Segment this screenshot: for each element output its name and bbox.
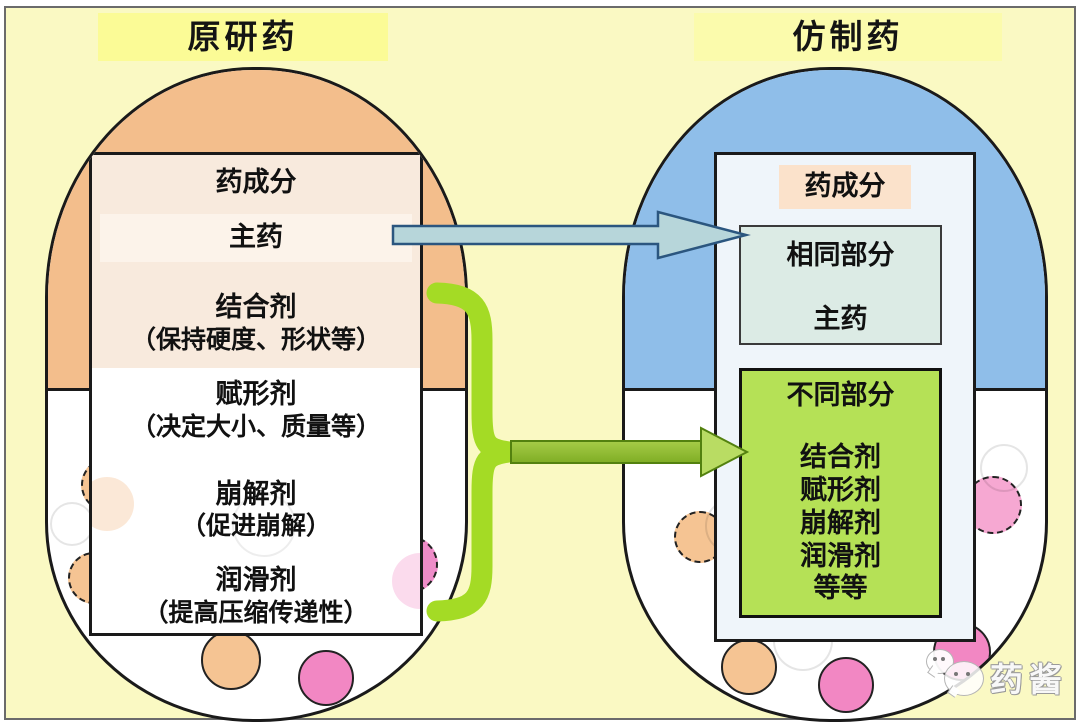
generic-drug-capsule: 药成分 相同部分 主药 不同部分 结合剂 赋形剂 崩解剂 润滑剂 等等 bbox=[622, 67, 1048, 722]
granule-circle-faint bbox=[50, 502, 94, 546]
same-part-title: 相同部分 bbox=[786, 240, 895, 271]
different-part-box: 不同部分 结合剂 赋形剂 崩解剂 润滑剂 等等 bbox=[739, 368, 942, 618]
left-title-band: 原研药 bbox=[98, 13, 388, 61]
diff-item-binder: 结合剂 bbox=[800, 442, 881, 473]
ingredient-lubricant: 润滑剂 bbox=[215, 565, 297, 596]
ingredient-heading: 药成分 bbox=[215, 167, 297, 198]
granule-circle bbox=[818, 657, 874, 713]
original-ingredients-box: 药成分 主药 结合剂 （保持硬度、形状等） 赋形剂 （决定大小、质量等） 崩解剂… bbox=[89, 152, 423, 636]
main-drug-band bbox=[100, 214, 412, 262]
granule-echo bbox=[232, 493, 296, 557]
generic-ingredients-box: 药成分 相同部分 主药 不同部分 结合剂 赋形剂 崩解剂 润滑剂 等等 bbox=[714, 152, 976, 642]
ingredient-excipient: 赋形剂 bbox=[215, 379, 297, 410]
original-drug-capsule: 药成分 主药 结合剂 （保持硬度、形状等） 赋形剂 （决定大小、质量等） 崩解剂… bbox=[45, 67, 468, 722]
granule-circle bbox=[721, 639, 777, 695]
ingredient-main-drug: 主药 bbox=[229, 222, 283, 253]
watermark-text: 药酱 bbox=[990, 660, 1068, 699]
same-part-item: 主药 bbox=[813, 304, 868, 335]
ingredient-lubricant-note: （提高压缩传递性） bbox=[143, 598, 369, 627]
granule-circle bbox=[201, 630, 261, 690]
diff-item-etc: 等等 bbox=[813, 573, 868, 604]
generic-ingredient-heading-band: 药成分 bbox=[779, 165, 911, 209]
diff-item-disintegrant: 崩解剂 bbox=[800, 508, 881, 539]
diff-item-lubricant: 润滑剂 bbox=[800, 541, 881, 572]
diff-item-excipient: 赋形剂 bbox=[800, 475, 881, 506]
granule-circle bbox=[298, 650, 354, 706]
right-title-band: 仿制药 bbox=[694, 13, 1002, 61]
diff-part-title: 不同部分 bbox=[786, 380, 895, 411]
left-title: 原研药 bbox=[187, 17, 299, 56]
granule-circle-faint bbox=[980, 444, 1028, 492]
right-title: 仿制药 bbox=[792, 17, 904, 56]
ingredient-binder: 结合剂 bbox=[215, 292, 297, 323]
ingredient-disintegrant: 崩解剂 bbox=[215, 479, 297, 510]
ingredient-binder-note: （保持硬度、形状等） bbox=[130, 325, 381, 354]
ingredient-excipient-note: （决定大小、质量等） bbox=[130, 412, 381, 441]
chat-bubble-large-icon bbox=[944, 661, 984, 698]
granule-echo bbox=[92, 477, 134, 531]
generic-ingredient-heading: 药成分 bbox=[804, 171, 886, 202]
same-part-box: 相同部分 主药 bbox=[739, 225, 942, 345]
ingredient-disintegrant-note: （促进崩解） bbox=[180, 511, 331, 540]
watermark: 药酱 bbox=[918, 643, 1078, 707]
